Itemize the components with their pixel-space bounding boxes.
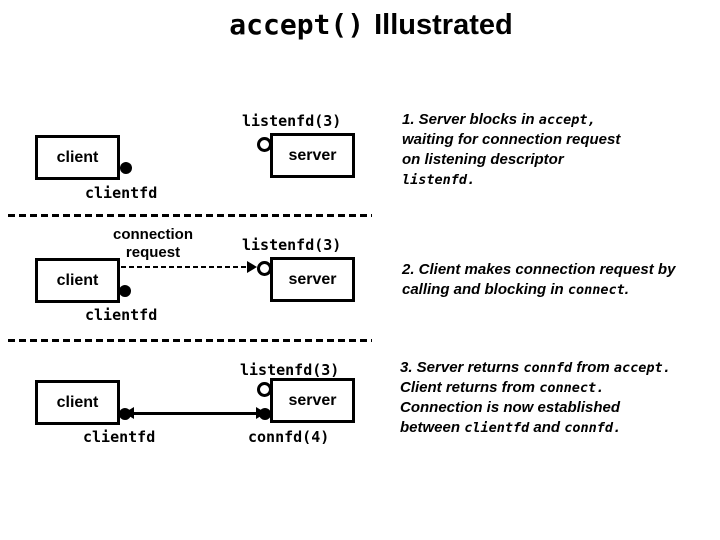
listenfd-port-circle-icon — [257, 382, 272, 397]
listenfd-label: listenfd(3) — [242, 112, 342, 130]
title-plain-text: Illustrated — [374, 9, 513, 41]
note-3: 3. Server returns connfd from accept. Cl… — [400, 358, 671, 438]
note-3-code-clientfd: clientfd — [464, 420, 530, 436]
note-3-text: from — [572, 359, 614, 376]
client-box: client — [35, 258, 120, 303]
note-3-line-4: between clientfd and connfd. — [400, 418, 671, 438]
server-box: server — [270, 257, 355, 302]
note-3-text: 3. Server returns — [400, 359, 524, 376]
note-3-code-accept: accept. — [613, 360, 671, 376]
note-1-line-3: on listening descriptor — [402, 151, 564, 168]
note-3-text: Client returns from — [400, 379, 540, 396]
clientfd-socket-dot-icon — [120, 162, 132, 174]
note-1-line-1: 1. Server blocks in accept, — [402, 110, 620, 130]
clientfd-label: clientfd — [85, 306, 158, 324]
connection-request-line-1: connection — [112, 226, 193, 243]
clientfd-socket-dot-icon — [119, 285, 131, 297]
panel-separator-2 — [8, 339, 372, 342]
client-box-label: client — [56, 148, 99, 166]
listenfd-label: listenfd(3) — [242, 236, 342, 254]
note-3-line-1: 3. Server returns connfd from accept. — [400, 358, 671, 378]
established-connection-line — [130, 412, 260, 415]
note-3-text: and — [529, 419, 565, 436]
page-title: accept() Illustrated — [0, 8, 720, 42]
client-box: client — [35, 135, 120, 180]
connfd-socket-dot-icon — [259, 408, 271, 420]
note-3-code-connfd-2: connfd. — [564, 420, 622, 436]
dashed-arrowhead-icon — [247, 261, 257, 273]
listenfd-label: listenfd(3) — [240, 361, 340, 379]
note-3-text: between — [400, 419, 465, 436]
note-3-line-2: Client returns from connect. — [400, 378, 671, 398]
listenfd-port-circle-icon — [257, 261, 272, 276]
listenfd-port-circle-icon — [257, 137, 272, 152]
clientfd-label: clientfd — [83, 428, 156, 446]
server-box-label: server — [288, 270, 337, 288]
note-2-code-connect: connect — [567, 282, 625, 298]
note-2-line-2: calling and blocking in connect. — [402, 280, 675, 300]
note-3-line-3: Connection is now established — [400, 399, 621, 416]
note-1-line-4: listenfd. — [402, 170, 620, 190]
note-1-line-2: waiting for connection request — [402, 131, 621, 148]
connection-request-dashed-arrow — [121, 266, 249, 268]
note-1-text: 1. Server blocks in — [402, 111, 539, 128]
client-box-label: client — [56, 271, 99, 289]
connection-request-line-2: request — [125, 244, 181, 261]
note-2-period: . — [624, 281, 629, 298]
note-3-code-connfd: connfd — [523, 360, 573, 376]
connfd-label: connfd(4) — [248, 428, 330, 446]
note-2: 2. Client makes connection request by ca… — [402, 260, 675, 300]
clientfd-socket-dot-icon — [119, 408, 131, 420]
connection-request-label: connection request — [93, 226, 213, 262]
clientfd-label: clientfd — [85, 184, 158, 202]
server-box-label: server — [288, 146, 337, 164]
note-2-text: calling and blocking in — [402, 281, 568, 298]
server-box: server — [270, 133, 355, 178]
server-box-label: server — [288, 391, 337, 409]
note-1: 1. Server blocks in accept, waiting for … — [402, 110, 620, 190]
title-code-text: accept() — [229, 8, 365, 41]
note-2-line-1: 2. Client makes connection request by — [402, 261, 676, 278]
note-1-code-listenfd: listenfd. — [402, 172, 476, 188]
client-box-label: client — [56, 393, 99, 411]
note-3-code-connect: connect. — [539, 380, 605, 396]
client-box: client — [35, 380, 120, 425]
panel-separator-1 — [8, 214, 372, 217]
note-1-code-accept: accept, — [538, 112, 596, 128]
server-box: server — [270, 378, 355, 423]
